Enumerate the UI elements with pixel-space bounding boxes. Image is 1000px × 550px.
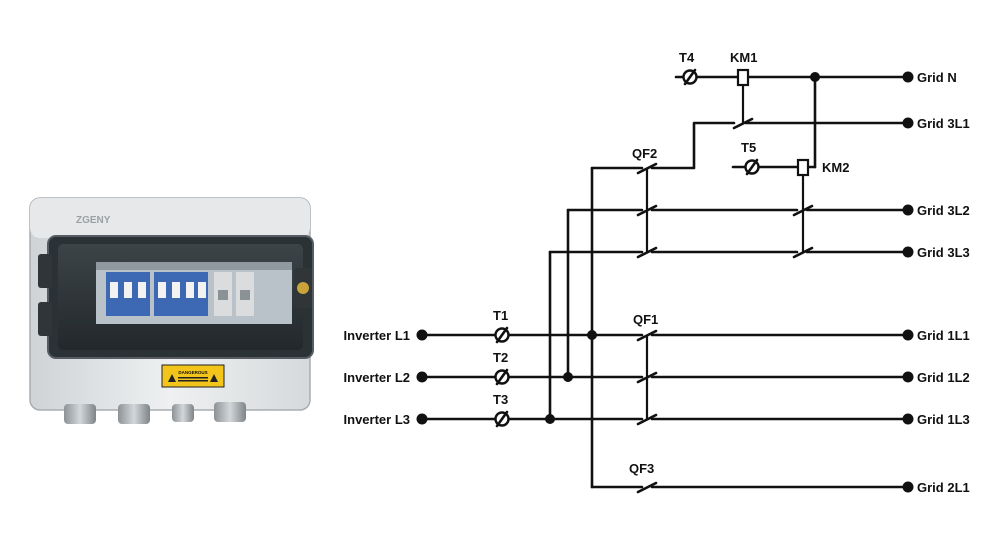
warning-title: DANGEROUS [178, 370, 207, 375]
switch-contacts [636, 117, 814, 494]
km1-coil [736, 68, 750, 87]
km2-coil [796, 158, 810, 177]
junction-dots [545, 72, 820, 424]
breaker-modules [106, 272, 254, 316]
output-label-grid-3l3: Grid 3L3 [917, 245, 970, 260]
brand-logo: ZGENY [76, 215, 111, 226]
cable-glands [64, 402, 246, 424]
output-label-grid-1l2: Grid 1L2 [917, 370, 970, 385]
label-qf2: QF2 [632, 146, 657, 161]
t5-symbol [744, 158, 760, 176]
connection-points [416, 71, 914, 493]
t4-symbol [682, 68, 698, 86]
label-t4: T4 [679, 50, 695, 65]
combiner-box-photo: ZGENY [29, 197, 314, 424]
output-label-grid-1l1: Grid 1L1 [917, 328, 970, 343]
output-label-grid-1l3: Grid 1L3 [917, 412, 970, 427]
wires [420, 75, 909, 489]
output-label-grid-3l2: Grid 3L2 [917, 203, 970, 218]
label-t5: T5 [741, 140, 756, 155]
t1-symbol [494, 326, 510, 344]
label-km2: KM2 [822, 160, 849, 175]
label-t3: T3 [493, 392, 508, 407]
t3-symbol [494, 410, 510, 428]
label-qf3: QF3 [629, 461, 654, 476]
label-km1: KM1 [730, 50, 757, 65]
output-label-grid-3l1: Grid 3L1 [917, 116, 970, 131]
t2-symbol [494, 368, 510, 386]
input-label-l3: Inverter L3 [344, 412, 410, 427]
label-t1: T1 [493, 308, 508, 323]
output-label-grid-n: Grid N [917, 70, 957, 85]
label-qf1: QF1 [633, 312, 658, 327]
output-label-grid-2l1: Grid 2L1 [917, 480, 970, 495]
input-label-l2: Inverter L2 [344, 370, 410, 385]
warning-label: DANGEROUS [161, 364, 225, 388]
input-label-l1: Inverter L1 [344, 328, 410, 343]
terminal-symbols [494, 68, 760, 428]
label-t2: T2 [493, 350, 508, 365]
